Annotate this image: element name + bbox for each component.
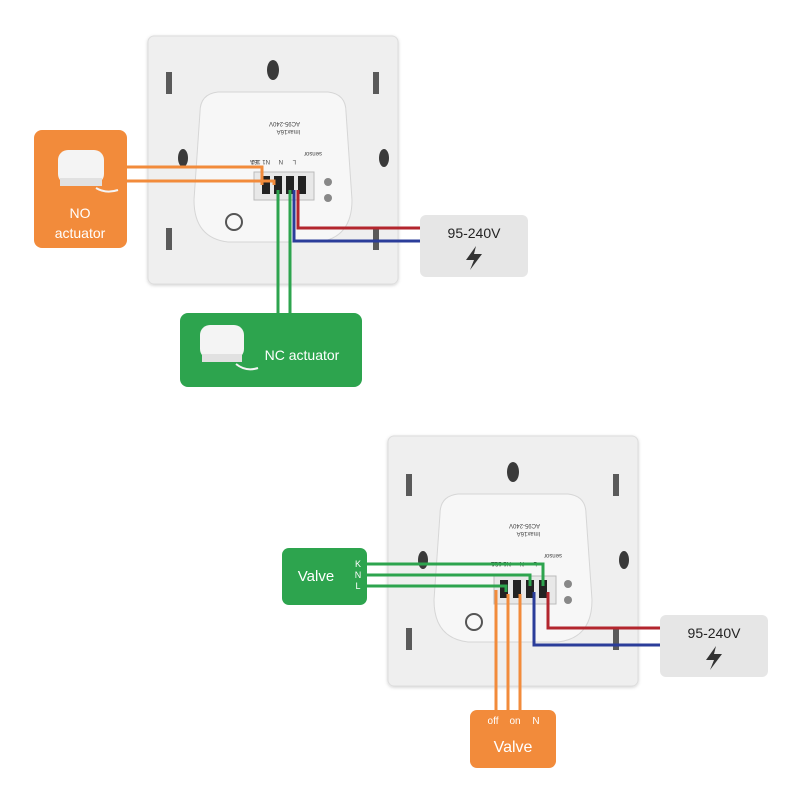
no-actuator-label-1: NO [70, 205, 91, 221]
module-print-top: L1 N1 16A N L lmax16A AC95-240V sensor [250, 120, 322, 164]
svg-text:lmax16A: lmax16A [517, 530, 540, 536]
actuator-icon [200, 325, 259, 371]
valve-label: Valve [494, 739, 533, 756]
svg-text:N1 16A: N1 16A [250, 158, 270, 164]
terminal-label: N [355, 570, 362, 580]
terminal-label: off [488, 716, 499, 727]
thermostat-panel-top [147, 35, 399, 285]
actuator-icon [58, 150, 119, 193]
power-label: 95-240V [688, 625, 742, 641]
power-box-top: 95-240V [420, 215, 528, 277]
power-label: 95-240V [448, 225, 502, 241]
valve-box-bottom: off on N Valve [470, 710, 556, 768]
svg-text:L1: L1 [251, 158, 258, 164]
thermostat-panel-bottom [387, 435, 639, 687]
svg-text:sensor: sensor [304, 150, 322, 156]
svg-text:L: L [292, 158, 296, 164]
power-box-bottom: 95-240V [660, 615, 768, 677]
svg-text:AC95-240V: AC95-240V [509, 522, 540, 528]
wires-bottom [366, 562, 660, 712]
terminal-label: L [355, 581, 360, 591]
svg-text:sensor: sensor [544, 552, 562, 558]
valve-box-left: Valve K N L [282, 548, 367, 605]
no-actuator-box: NO actuator [34, 130, 127, 248]
terminal-label: N [532, 716, 539, 727]
svg-text:AC95-240V: AC95-240V [269, 120, 300, 126]
svg-text:lmax16A: lmax16A [277, 128, 300, 134]
lightning-icon [466, 246, 482, 270]
lightning-icon [706, 646, 722, 670]
nc-actuator-box: NC actuator [180, 313, 362, 387]
wires-top [126, 165, 420, 318]
no-actuator-label-2: actuator [55, 225, 106, 241]
valve-label: Valve [298, 568, 334, 585]
nc-actuator-label: NC actuator [265, 347, 340, 363]
terminal-label: on [509, 716, 520, 727]
svg-text:N: N [279, 158, 283, 164]
terminal-label: K [355, 559, 361, 569]
